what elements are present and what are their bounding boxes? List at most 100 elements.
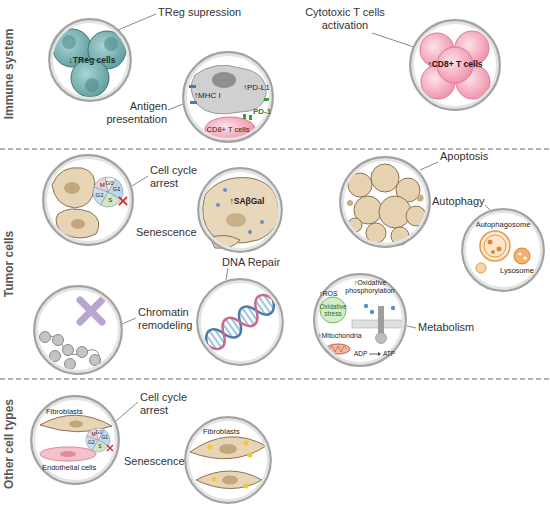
pd1-receptor — [249, 115, 252, 120]
node-heading: DNA Repair — [222, 256, 286, 269]
arrest-cross — [107, 445, 113, 451]
node-label: G2 — [86, 440, 96, 446]
node-label: M — [96, 182, 108, 189]
node-label: Lysosome — [497, 267, 537, 276]
autophagosome-membrane — [484, 235, 506, 257]
cell-nucleus — [104, 37, 118, 51]
nucleosome — [53, 335, 64, 346]
dna-strand — [201, 290, 279, 353]
circle-halo — [465, 212, 542, 289]
node-label: M — [89, 432, 99, 438]
node-label: S — [95, 444, 105, 450]
node-label: S — [104, 197, 116, 204]
leader-line — [118, 14, 156, 30]
circle-border — [34, 286, 122, 374]
node-label: G1 — [111, 186, 123, 193]
mhc-receptor — [189, 85, 196, 88]
node-label: Fibroblasts — [203, 428, 253, 437]
fibroblast — [190, 437, 266, 459]
mhc-receptor — [190, 101, 197, 104]
circle-border — [31, 396, 119, 484]
nucleosome — [65, 359, 76, 370]
senescent-cell — [203, 178, 279, 243]
arrow-head — [378, 352, 381, 356]
circle-node: Cell cycle arrestFibroblastsEndothelial … — [30, 395, 120, 485]
leader-line — [485, 205, 491, 211]
arrest-cross — [119, 197, 127, 205]
circle-halo — [317, 277, 404, 364]
circle-node: Senescence↑SAβGal — [197, 167, 283, 253]
node-label: PD-1 — [253, 107, 277, 116]
node-label: Oxidative stress — [314, 303, 352, 318]
circle-halo — [186, 55, 271, 140]
membrane — [352, 320, 402, 328]
leader-line — [122, 318, 136, 324]
section-band: Other cell typesCell cycle arrestFibrobl… — [0, 380, 550, 508]
node-label: Autophagosome — [471, 221, 535, 230]
cargo — [488, 240, 493, 245]
node-heading: Senescence — [124, 455, 186, 468]
chromosome — [80, 300, 102, 322]
node-heading: Antigen presentation — [95, 100, 167, 125]
circle-border — [340, 157, 430, 247]
nucleosome — [77, 347, 88, 358]
lysosome-dot — [523, 256, 526, 259]
circle-halo — [413, 23, 498, 108]
node-label: G2 — [94, 192, 106, 199]
node-label: Fibroblasts — [46, 408, 96, 417]
tumor-cell — [52, 168, 95, 208]
circle-halo — [37, 289, 120, 372]
circle-border — [410, 20, 500, 110]
apoptotic-body — [379, 196, 411, 228]
cell-nucleus — [69, 421, 83, 428]
leader-line — [407, 326, 416, 328]
cargo — [491, 250, 495, 254]
node-heading: Cell cycle arrest — [140, 391, 200, 416]
node-label: ↑SAβGal — [222, 197, 272, 207]
circle-outline — [339, 156, 431, 248]
circle-halo — [46, 158, 131, 243]
cell-nucleus — [60, 451, 76, 457]
reaction-arrow — [369, 354, 378, 355]
proton — [364, 304, 368, 308]
sabgal-granule — [260, 220, 264, 224]
node-label: ↓TReg cells — [62, 56, 122, 66]
sabgal-granule — [208, 445, 213, 450]
leader-line — [132, 176, 148, 186]
autophagosome — [480, 231, 510, 261]
node-heading: Senescence — [136, 226, 198, 239]
fibroblast — [196, 471, 262, 489]
leader-line — [420, 162, 438, 170]
section-label: Tumor cells — [3, 150, 17, 378]
sabgal-granule — [248, 230, 252, 234]
node-heading: Cell cycle arrest — [150, 164, 210, 189]
proton — [391, 306, 395, 310]
leader-line — [116, 402, 138, 421]
circle-node: Chromatin remodeling — [33, 285, 123, 375]
atp-synthase-head — [376, 333, 387, 344]
node-label: ATP — [383, 350, 401, 357]
node-label: ↑Oxidative phosphorylation — [342, 279, 398, 295]
circle-outline — [196, 278, 284, 366]
leader-line — [226, 268, 228, 280]
cell-debris — [347, 200, 353, 206]
circle-halo — [343, 160, 428, 245]
circle-border — [462, 209, 544, 291]
circle-halo — [52, 22, 129, 99]
node-label: G1 — [100, 435, 110, 441]
proton — [370, 310, 374, 314]
circle-halo — [200, 282, 281, 363]
node-label: ↑PD-L1 — [243, 83, 277, 92]
node-label: CD8+ T cells — [198, 126, 258, 135]
circle-node: Cytotoxic T cells activation↑CD8+ T cell… — [409, 19, 501, 111]
apoptotic-body — [371, 164, 399, 192]
endothelial-cell — [40, 447, 96, 461]
section-band: Immune systemTReg supression↓TReg cellsA… — [0, 0, 550, 148]
sabgal-granule — [244, 441, 249, 446]
leader-line — [168, 104, 183, 110]
nucleosome — [63, 345, 74, 356]
node-heading: Autophagy — [432, 195, 492, 208]
node-label: ADP — [354, 350, 372, 357]
leader-line — [372, 33, 414, 47]
